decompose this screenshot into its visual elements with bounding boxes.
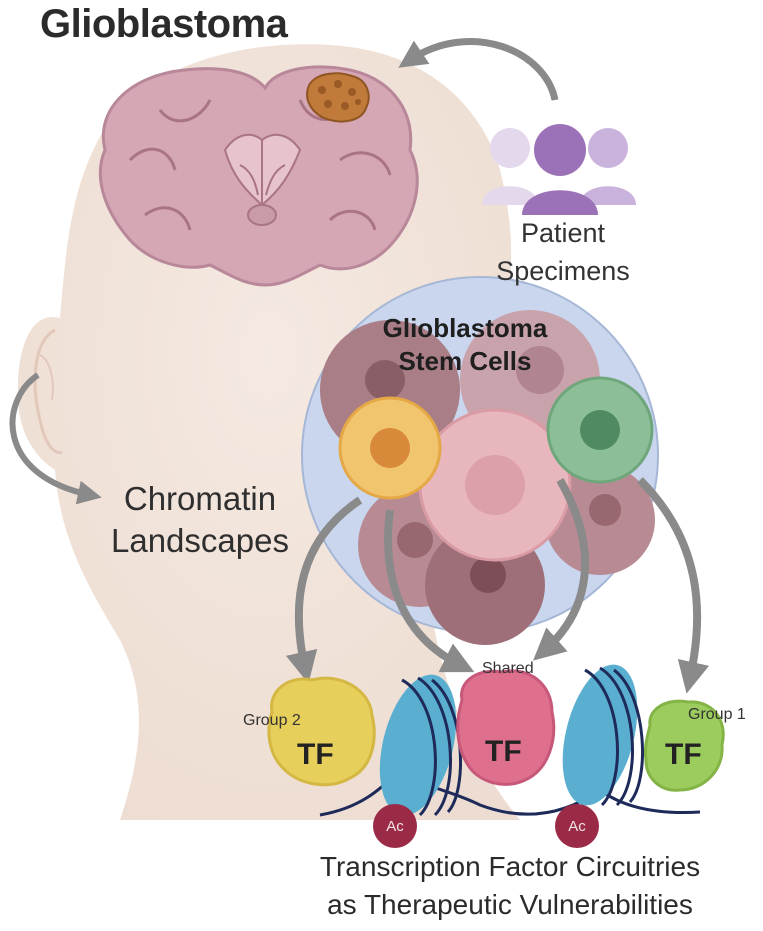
- transcription-factor: [456, 669, 556, 786]
- group2-label: Group 2: [243, 712, 301, 729]
- brain-coronal-section: [98, 65, 419, 287]
- stem-cell-cluster: [301, 276, 659, 645]
- shared-label: Shared: [482, 660, 534, 677]
- conclusion-line1: Transcription Factor Circuitries: [319, 851, 701, 882]
- chromatin-arrow: [9, 372, 102, 505]
- patient-label-line2: Specimens: [496, 256, 630, 286]
- tumor-texture: [318, 80, 361, 110]
- specimen-arrow: [398, 37, 559, 101]
- chromatin-landscapes-label: Chromatin Landscapes: [100, 478, 300, 562]
- chromatin-label-line2: Landscapes: [111, 522, 289, 559]
- nucleosome: [562, 664, 644, 807]
- conclusion-line2: as Therapeutic Vulnerabilities: [327, 889, 693, 920]
- tf-group1-label: TF: [665, 738, 702, 771]
- arrow-shared-right: [533, 478, 589, 661]
- acetyl-mark: [373, 804, 417, 848]
- patient-label-line1: Patient: [520, 218, 606, 248]
- patient-specimens-label: Patient Specimens: [488, 214, 638, 290]
- stem-cells-label-line1: Glioblastoma: [382, 313, 548, 343]
- conclusion-label: Transcription Factor Circuitries as Ther…: [250, 848, 763, 924]
- chromatin-label-line1: Chromatin: [123, 480, 277, 517]
- stem-cells-label-line2: Stem Cells: [398, 346, 532, 376]
- transcription-factor: [644, 699, 725, 792]
- page-title: Glioblastoma: [40, 2, 288, 46]
- ac-label-right: Ac: [568, 818, 586, 835]
- arrow-group2: [285, 496, 363, 684]
- acetyl-mark: [555, 804, 599, 848]
- group1-label: Group 1: [688, 706, 746, 723]
- ac-label-left: Ac: [386, 818, 404, 835]
- tf-group2-label: TF: [297, 738, 334, 771]
- tumor-mass: [306, 72, 370, 123]
- patient-group-icon: [482, 124, 636, 215]
- arrow-shared-left: [384, 509, 475, 673]
- stem-cells-label: Glioblastoma Stem Cells: [360, 312, 570, 378]
- arrow-group1: [637, 477, 710, 694]
- tf-shared-label: TF: [485, 735, 522, 768]
- transcription-factor: [267, 676, 376, 787]
